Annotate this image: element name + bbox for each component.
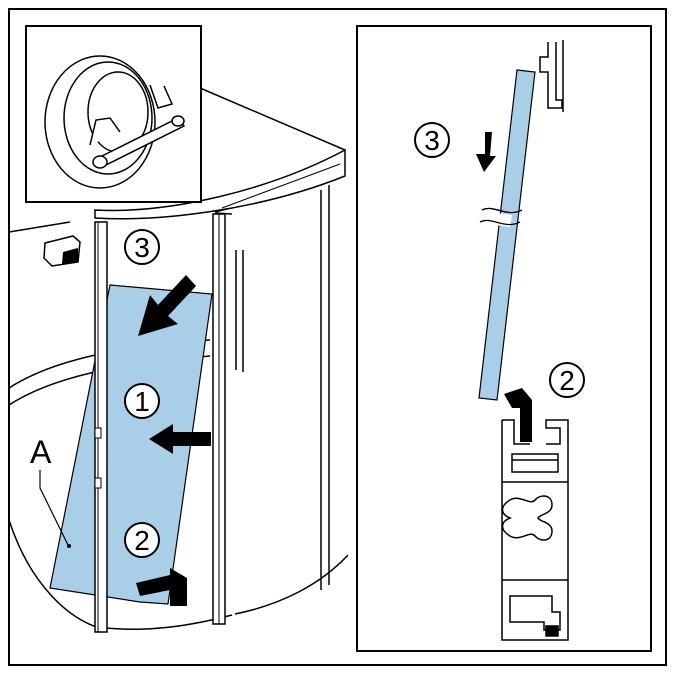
svg-text:2: 2 bbox=[559, 365, 575, 396]
part-a-leader-dot bbox=[67, 544, 71, 548]
arrow-2-icon bbox=[136, 568, 187, 606]
right-panel: 3 2 bbox=[356, 25, 652, 652]
part-a-leader bbox=[39, 470, 69, 546]
glass-strip bbox=[478, 69, 536, 401]
step-1-marker: 1 bbox=[124, 383, 160, 419]
step-2-marker: 2 bbox=[124, 522, 160, 558]
arrow-3-icon bbox=[138, 275, 196, 336]
arrow-2-right-icon bbox=[504, 388, 532, 442]
door-profile-front bbox=[94, 221, 108, 633]
glass-panel-a bbox=[49, 284, 213, 605]
svg-text:3: 3 bbox=[134, 232, 150, 263]
top-rail-edge bbox=[221, 163, 341, 209]
svg-text:2: 2 bbox=[134, 525, 150, 556]
left-panel: 3 1 2 A bbox=[9, 87, 348, 633]
top-profile bbox=[539, 42, 563, 109]
step-2-right-marker: 2 bbox=[549, 362, 585, 398]
door-profile-rear bbox=[212, 213, 226, 625]
step-3-right-marker: 3 bbox=[414, 122, 450, 158]
svg-text:1: 1 bbox=[134, 386, 150, 417]
top-rail bbox=[94, 148, 346, 220]
step-3-marker: 3 bbox=[124, 229, 160, 265]
part-a-label: A bbox=[30, 434, 52, 470]
arrow-1-icon bbox=[149, 424, 211, 454]
arrow-3-right-icon bbox=[476, 132, 496, 172]
wall-mount-bracket-icon bbox=[44, 55, 186, 189]
svg-text:3: 3 bbox=[424, 125, 440, 156]
bottom-profile bbox=[501, 419, 569, 641]
hinge-block bbox=[43, 235, 81, 267]
detail-inset bbox=[25, 25, 202, 203]
